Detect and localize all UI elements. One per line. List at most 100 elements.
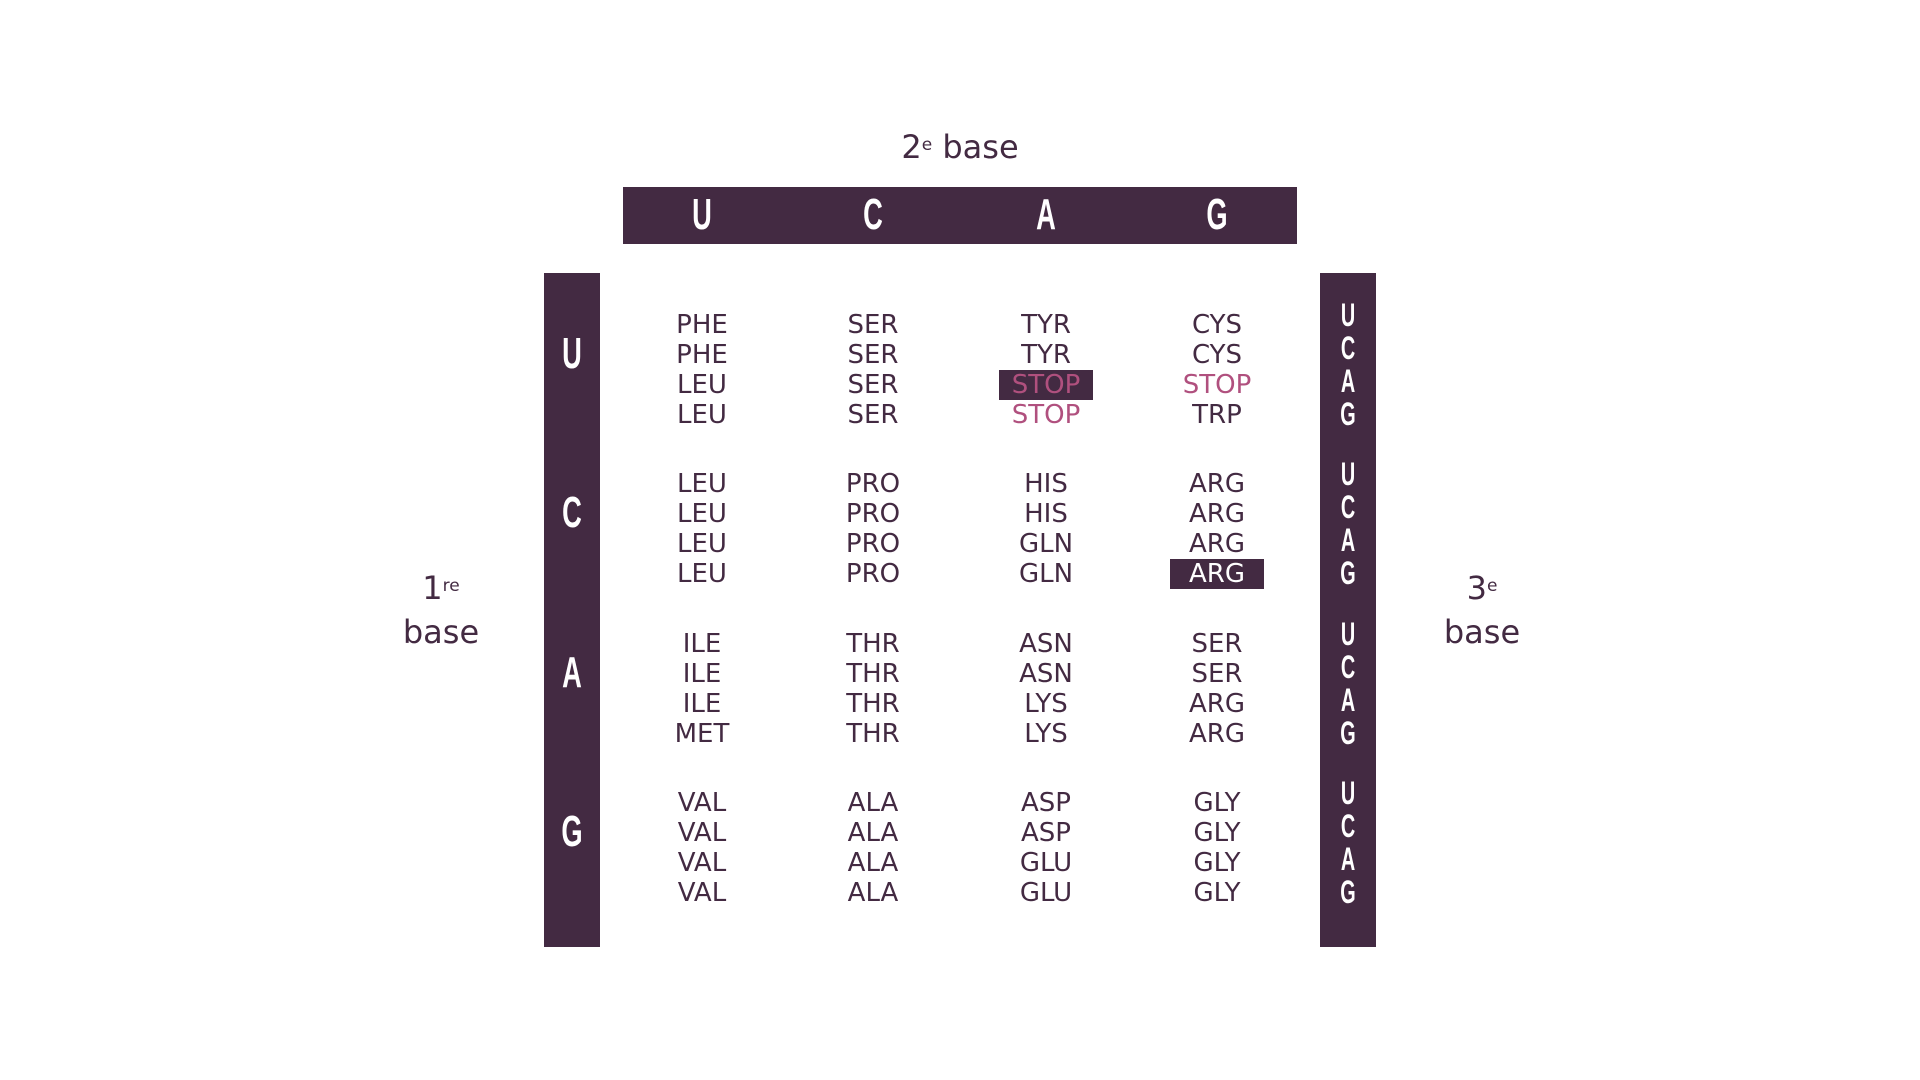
amino-acid: VAL: [677, 878, 727, 908]
amino-acid: ARG: [1170, 559, 1264, 589]
amino-acid: GLN: [1018, 529, 1074, 559]
amino-acid: PHE: [676, 340, 728, 370]
first-base-A: A: [562, 648, 582, 697]
third-base-label: 3e base: [1402, 566, 1562, 654]
first-base-G: G: [561, 807, 583, 856]
third-base-A: A: [1340, 363, 1356, 399]
amino-acid: LEU: [677, 529, 727, 559]
amino-acid: GLN: [1018, 559, 1074, 589]
amino-acid: GLY: [1193, 788, 1241, 818]
amino-acid: GLY: [1193, 878, 1241, 908]
amino-acid: VAL: [677, 848, 727, 878]
third-base-A: A: [1340, 841, 1356, 877]
third-base-A: A: [1340, 522, 1356, 558]
amino-acid: THR: [846, 719, 900, 749]
third-base-G: G: [1340, 874, 1356, 910]
second-base-sup: e: [921, 135, 933, 155]
third-base-U: U: [1340, 297, 1356, 333]
amino-acid: TRP: [1192, 400, 1242, 430]
header-base-G: G: [1206, 190, 1228, 239]
amino-acid: ASP: [1021, 788, 1071, 818]
amino-acid: GLU: [1019, 878, 1073, 908]
third-base-G: G: [1340, 396, 1356, 432]
amino-acid: ALA: [847, 878, 899, 908]
third-base-U: U: [1340, 616, 1356, 652]
amino-acid: ARG: [1189, 469, 1245, 499]
header-base-U: U: [692, 190, 712, 239]
first-base-sup: re: [442, 576, 460, 596]
amino-acid: ALA: [847, 848, 899, 878]
amino-acid: SER: [1191, 659, 1243, 689]
amino-acid: ARG: [1189, 719, 1245, 749]
first-base-C: C: [562, 488, 582, 537]
third-base-side-bar: [1320, 273, 1376, 947]
amino-acid: ARG: [1189, 529, 1245, 559]
amino-acid: PRO: [845, 469, 901, 499]
first-base-num: 1: [422, 569, 443, 607]
third-base-num: 3: [1466, 569, 1487, 607]
amino-acid: LEU: [677, 370, 727, 400]
amino-acid: THR: [846, 629, 900, 659]
third-base-C: C: [1340, 808, 1356, 844]
amino-acid: SER: [847, 310, 899, 340]
first-base-side-bar: [544, 273, 600, 947]
third-base-C: C: [1340, 330, 1356, 366]
stop-codon: STOP: [999, 370, 1093, 400]
amino-acid: ASN: [1019, 659, 1073, 689]
amino-acid: LEU: [677, 559, 727, 589]
first-base-label: 1re base: [361, 566, 521, 654]
amino-acid: LEU: [677, 469, 727, 499]
second-base-label: 2e base: [860, 125, 1060, 169]
amino-acid: SER: [847, 400, 899, 430]
amino-acid: SER: [847, 370, 899, 400]
third-base-U: U: [1340, 775, 1356, 811]
amino-acid: LYS: [1024, 689, 1068, 719]
amino-acid: PRO: [845, 529, 901, 559]
third-base-C: C: [1340, 649, 1356, 685]
amino-acid: TYR: [1021, 340, 1071, 370]
third-base-U: U: [1340, 456, 1356, 492]
amino-acid: ASN: [1019, 629, 1073, 659]
amino-acid: HIS: [1024, 499, 1068, 529]
first-base-U: U: [562, 329, 582, 378]
amino-acid: LEU: [677, 499, 727, 529]
first-base-word: base: [402, 613, 480, 651]
amino-acid: ALA: [847, 788, 899, 818]
third-base-G: G: [1340, 715, 1356, 751]
amino-acid: GLY: [1193, 818, 1241, 848]
amino-acid: CYS: [1191, 310, 1243, 340]
amino-acid: PRO: [845, 499, 901, 529]
amino-acid: PRO: [845, 559, 901, 589]
header-base-C: C: [863, 190, 883, 239]
third-base-sup: e: [1486, 576, 1498, 596]
amino-acid: PHE: [676, 310, 728, 340]
third-base-C: C: [1340, 489, 1356, 525]
amino-acid: THR: [846, 659, 900, 689]
amino-acid: GLY: [1193, 848, 1241, 878]
amino-acid: CYS: [1191, 340, 1243, 370]
stop-codon: STOP: [1011, 400, 1081, 430]
header-base-A: A: [1036, 190, 1056, 239]
amino-acid: ASP: [1021, 818, 1071, 848]
amino-acid: GLU: [1019, 848, 1073, 878]
second-base-num: 2: [901, 128, 922, 166]
amino-acid: THR: [846, 689, 900, 719]
third-base-A: A: [1340, 682, 1356, 718]
amino-acid: VAL: [677, 788, 727, 818]
amino-acid: ILE: [682, 629, 722, 659]
amino-acid: ILE: [682, 659, 722, 689]
second-base-header-bar: [623, 187, 1297, 244]
amino-acid: ARG: [1189, 499, 1245, 529]
amino-acid: LEU: [677, 400, 727, 430]
stop-codon: STOP: [1182, 370, 1252, 400]
amino-acid: TYR: [1021, 310, 1071, 340]
amino-acid: ALA: [847, 818, 899, 848]
amino-acid: SER: [1191, 629, 1243, 659]
third-base-G: G: [1340, 555, 1356, 591]
amino-acid: SER: [847, 340, 899, 370]
amino-acid: MET: [674, 719, 730, 749]
second-base-word: base: [942, 128, 1019, 166]
amino-acid: ILE: [682, 689, 722, 719]
third-base-word: base: [1443, 613, 1521, 651]
amino-acid: ARG: [1189, 689, 1245, 719]
